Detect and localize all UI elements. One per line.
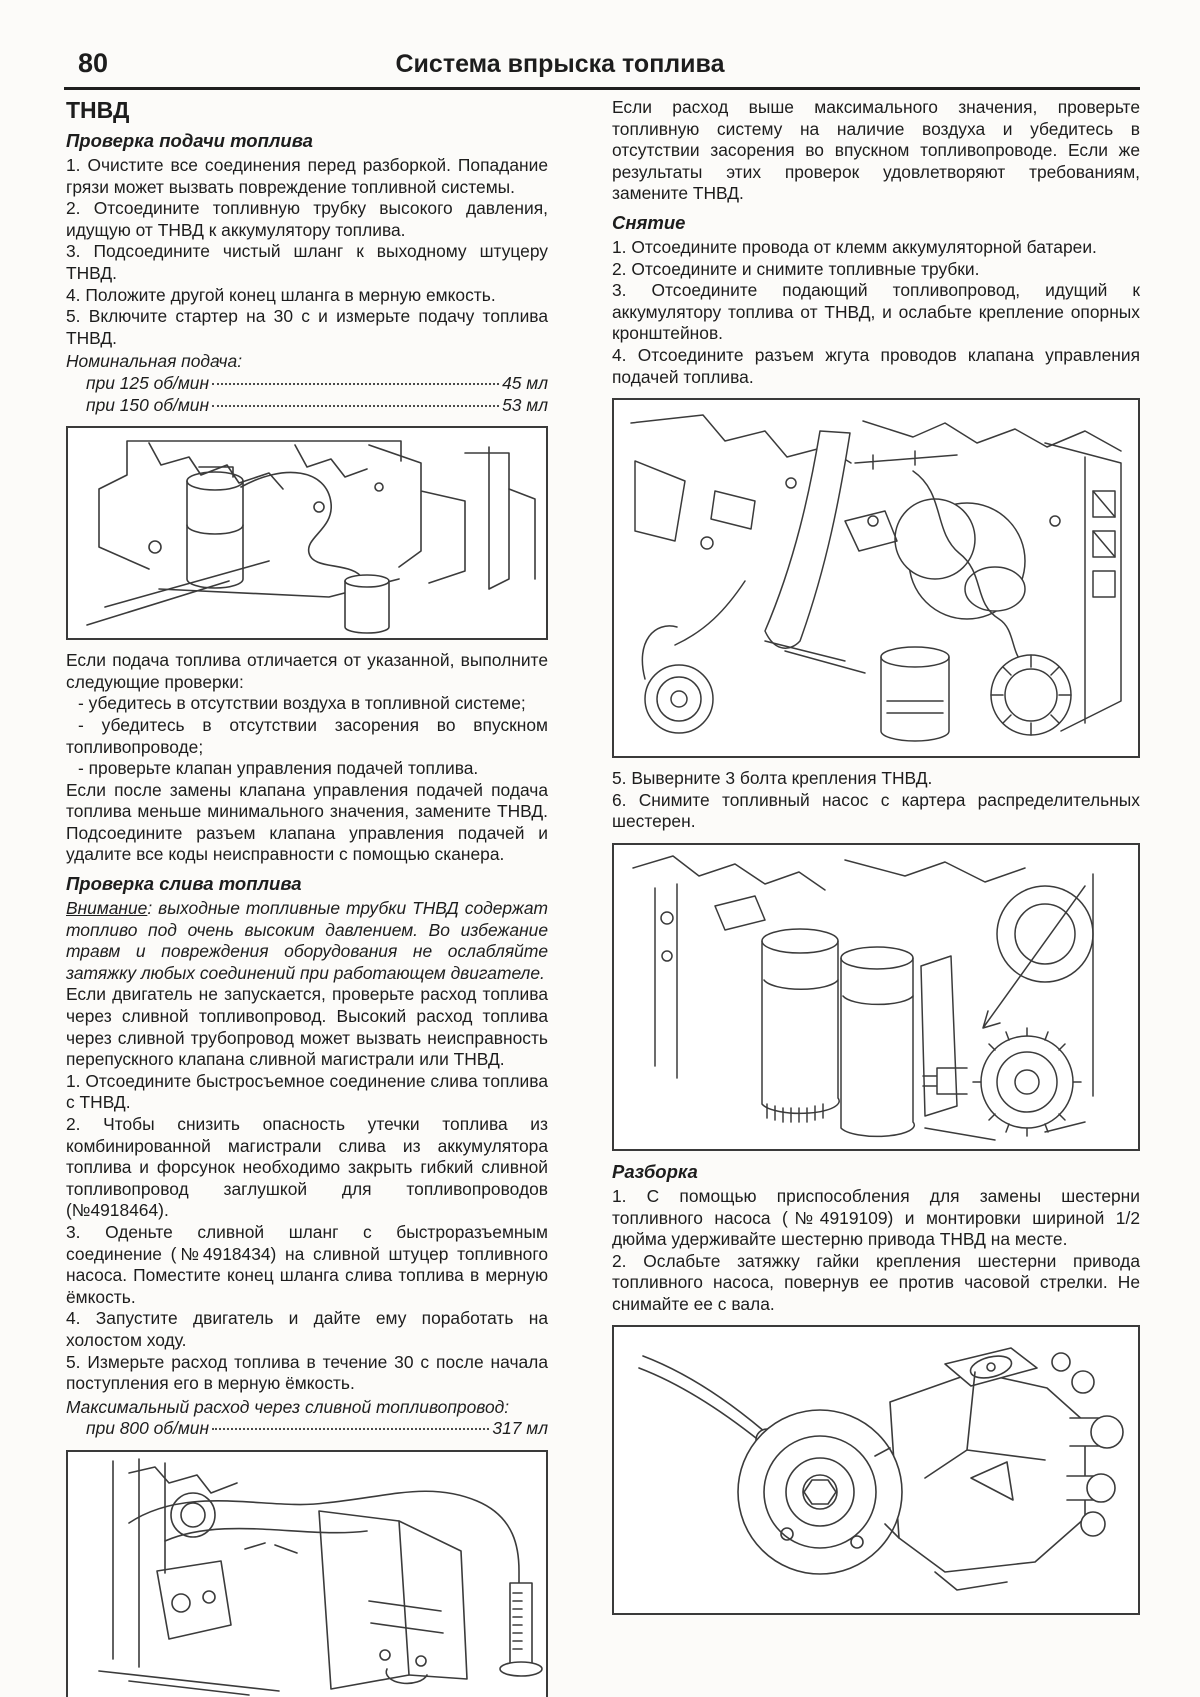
paragraph: 5. Измерьте расход топлива в течение 30 … <box>66 1351 548 1394</box>
figure-fuel-supply-measurement <box>66 426 548 641</box>
engine-overview-illustration <box>630 414 1122 742</box>
engine-fuel-supply-illustration <box>86 440 536 634</box>
figure-fuel-drain-measurement <box>66 1449 548 1697</box>
spec-value: 53 мл <box>502 394 548 415</box>
paragraph: Если расход выше максимального значения,… <box>612 97 1140 204</box>
spec-label: при 125 об/мин <box>86 372 210 393</box>
injection-pump-illustration <box>638 1347 1124 1592</box>
paragraph: 3. Подсоедините чистый шланг к выходному… <box>66 241 548 283</box>
check-item: - проверьте клапан управления подачей то… <box>78 758 479 779</box>
spec-label: при 800 об/мин <box>86 1418 210 1439</box>
paragraph: 2. Отсоедините и снимите топливные трубк… <box>612 258 980 279</box>
page-title: Система впрыска топлива <box>395 50 725 78</box>
paragraph: 2. Отсоедините топливную трубку высокого… <box>66 198 548 240</box>
header-rule <box>64 87 1140 90</box>
figure-pump-location <box>612 842 1140 1151</box>
paragraph: Если подача топлива отличается от указан… <box>66 650 548 692</box>
subsection-fuel-supply-check: Проверка подачи топлива <box>66 130 313 151</box>
spec-row: при 150 об/мин 53 мл <box>66 395 548 417</box>
pump-location-illustration <box>632 855 1094 1141</box>
dot-leader <box>212 404 500 407</box>
section-heading-tnvd: ТНВД <box>66 97 130 123</box>
spec-value: 317 мл <box>492 1418 548 1439</box>
warning-label: Внимание <box>66 898 148 919</box>
paragraph: 1. С помощью приспособления для замены ш… <box>612 1185 1140 1250</box>
paragraph: 1. Отсоедините быстросъемное соединение … <box>66 1070 548 1113</box>
paragraph: 1. Отсоедините провода от клемм аккумуля… <box>612 236 1097 257</box>
paragraph: 3. Отсоедините подающий топливопровод, и… <box>612 280 1140 344</box>
paragraph: 4. Запустите двигатель и дайте ему пораб… <box>66 1308 548 1350</box>
figure-engine-overview <box>612 398 1140 759</box>
spec-value: 45 мл <box>502 372 548 393</box>
subsection-removal: Снятие <box>612 211 686 233</box>
paragraph: 1. Очистите все соединения перед разборк… <box>66 155 548 197</box>
spec-row: при 800 об/мин 317 мл <box>66 1418 548 1440</box>
right-column: Если расход выше максимального значения,… <box>612 97 1140 1625</box>
warning-text: : выходные топливные трубки ТНВД содержа… <box>66 898 548 983</box>
paragraph: 3. Оденьте сливной шланг с быстроразъемн… <box>66 1221 548 1307</box>
paragraph: Если двигатель не запускается, проверьте… <box>66 984 548 1070</box>
spec-title: Максимальный расход через сливной топлив… <box>66 1396 510 1417</box>
engine-fuel-drain-illustration <box>98 1458 543 1696</box>
spec-title: Номинальная подача: <box>66 351 243 372</box>
subsection-fuel-drain-check: Проверка слива топлива <box>66 873 302 895</box>
dot-leader <box>212 1428 490 1431</box>
check-item: - убедитесь в отсутствии засорения во вп… <box>66 714 548 757</box>
check-item: - убедитесь в отсутствии воздуха в топли… <box>78 693 526 714</box>
page-number: 80 <box>78 48 109 78</box>
paragraph: Если после замены клапана управления под… <box>66 779 548 865</box>
warning-paragraph: Внимание: выходные топливные трубки ТНВД… <box>66 898 548 984</box>
dot-leader <box>212 382 500 385</box>
paragraph: 6. Снимите топливный насос с картера рас… <box>612 789 1140 832</box>
left-column: ТНВД Проверка подачи топлива 1. Очистите… <box>66 97 548 1697</box>
paragraph: 2. Чтобы снизить опасность утечки топлив… <box>66 1114 548 1221</box>
paragraph: 2. Ослабьте затяжку гайки крепления шест… <box>612 1250 1140 1314</box>
figure-injection-pump <box>612 1325 1140 1616</box>
spec-label: при 150 об/мин <box>86 394 210 415</box>
spec-row: при 125 об/мин 45 мл <box>66 373 548 395</box>
paragraph: 4. Отсоедините разъем жгута проводов кла… <box>612 344 1140 387</box>
paragraph: 5. Выверните 3 болта крепления ТНВД. <box>612 768 933 789</box>
paragraph: 4. Положите другой конец шланга в мерную… <box>66 284 496 305</box>
paragraph: 5. Включите стартер на 30 с и измерьте п… <box>66 306 548 348</box>
subsection-disassembly: Разборка <box>612 1160 698 1182</box>
